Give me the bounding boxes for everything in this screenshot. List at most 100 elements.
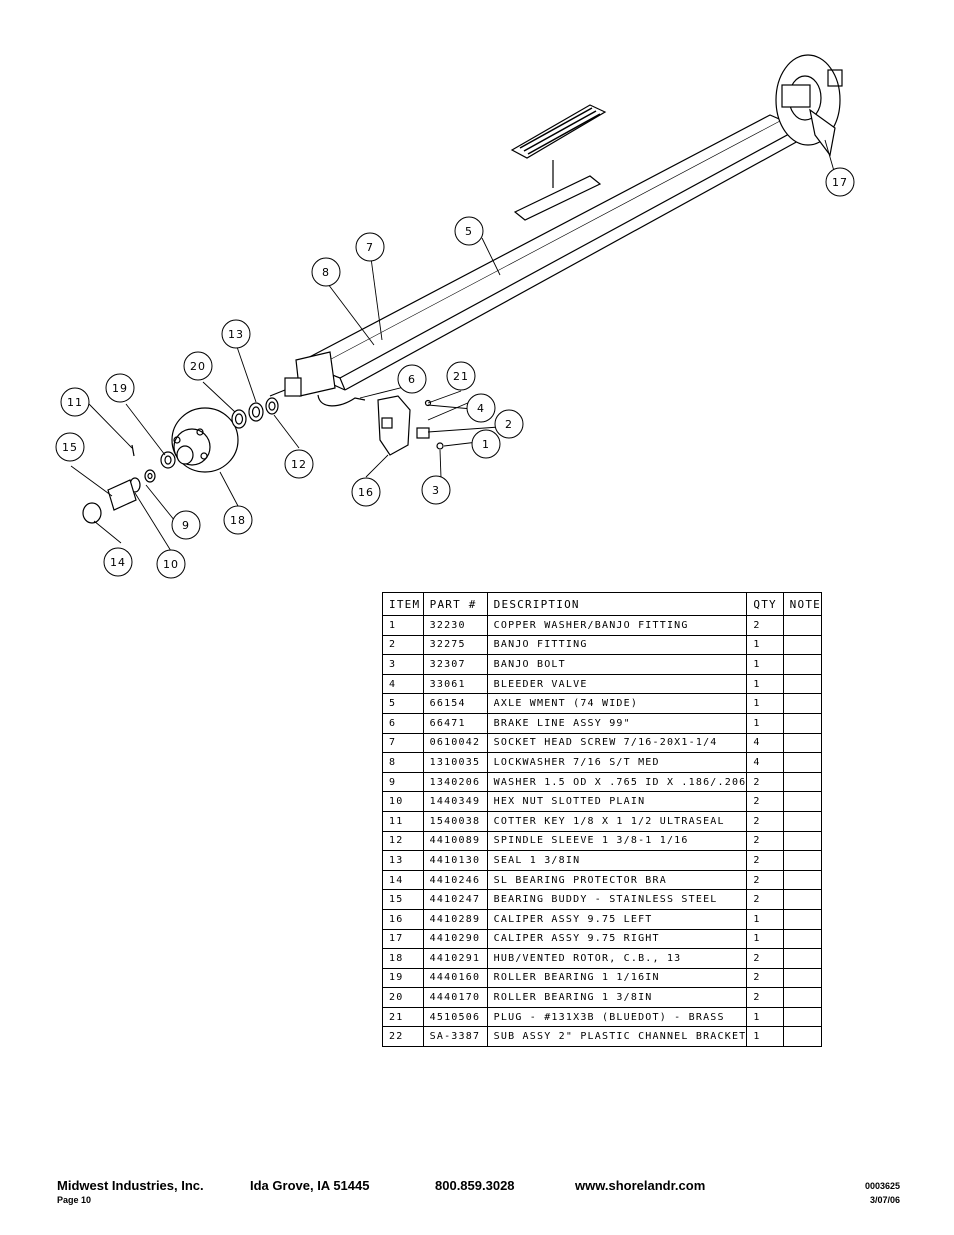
cell-description: ROLLER BEARING 1 1/16IN bbox=[486, 967, 748, 989]
cell-qty: 2 bbox=[746, 791, 784, 812]
cell-qty: 1 bbox=[746, 634, 784, 656]
cell-note bbox=[782, 908, 823, 930]
header-description: DESCRIPTION bbox=[486, 592, 748, 616]
cell-part-number: 4410089 bbox=[422, 830, 488, 852]
cell-note bbox=[782, 791, 823, 812]
cell-item-number: 5 bbox=[382, 693, 424, 714]
hub-rotor bbox=[171, 407, 239, 473]
cell-item-number: 9 bbox=[382, 771, 424, 793]
cell-part-number: 1540038 bbox=[422, 810, 488, 832]
svg-text:17: 17 bbox=[832, 176, 848, 189]
cell-note bbox=[782, 634, 823, 656]
cell-qty: 4 bbox=[746, 732, 784, 754]
cell-item-number: 4 bbox=[382, 673, 424, 695]
cell-note bbox=[782, 967, 823, 989]
footer-page-number: Page 10 bbox=[57, 1195, 92, 1205]
svg-text:16: 16 bbox=[358, 486, 374, 499]
cell-item-number: 1 bbox=[382, 615, 424, 636]
cell-item-number: 21 bbox=[382, 1006, 424, 1028]
cell-note bbox=[782, 948, 823, 969]
cell-item-number: 20 bbox=[382, 987, 424, 1008]
cell-part-number: 32230 bbox=[422, 615, 488, 636]
footer-location: Ida Grove, IA 51445 bbox=[250, 1178, 370, 1193]
cell-item-number: 12 bbox=[382, 830, 424, 852]
spindle-plate bbox=[269, 351, 336, 397]
svg-text:14: 14 bbox=[110, 556, 126, 569]
cell-item-number: 8 bbox=[382, 752, 424, 773]
svg-text:18: 18 bbox=[230, 514, 246, 527]
svg-text:20: 20 bbox=[190, 360, 206, 373]
svg-text:21: 21 bbox=[453, 370, 469, 383]
cell-item-number: 22 bbox=[382, 1026, 424, 1048]
cell-qty: 1 bbox=[746, 654, 784, 675]
cell-note bbox=[782, 1006, 823, 1028]
cell-qty: 2 bbox=[746, 889, 784, 910]
callout-19: 19 bbox=[105, 373, 135, 403]
svg-text:5: 5 bbox=[465, 225, 473, 238]
header-note: NOTE bbox=[782, 592, 823, 616]
cell-description: BLEEDER VALVE bbox=[486, 673, 748, 695]
footer-date: 3/07/06 bbox=[869, 1195, 900, 1205]
callout-9: 9 bbox=[171, 510, 201, 540]
callout-1: 1 bbox=[471, 429, 501, 459]
callout-12: 12 bbox=[284, 449, 314, 479]
cell-part-number: 66471 bbox=[422, 712, 488, 734]
cell-item-number: 3 bbox=[382, 654, 424, 675]
cell-description: PLUG - #131X3B (BLUEDOT) - BRASS bbox=[486, 1006, 748, 1028]
svg-text:4: 4 bbox=[477, 402, 485, 415]
footer-company: Midwest Industries, Inc. bbox=[57, 1178, 204, 1193]
svg-text:1: 1 bbox=[482, 438, 490, 451]
cell-note bbox=[782, 654, 823, 675]
cell-part-number: 4410290 bbox=[422, 928, 488, 950]
cell-note bbox=[782, 673, 823, 695]
cell-part-number: 32307 bbox=[422, 654, 488, 675]
footer-phone: 800.859.3028 bbox=[435, 1178, 515, 1193]
header-qty: QTY bbox=[746, 592, 784, 616]
cell-note bbox=[782, 810, 823, 832]
callout-16: 16 bbox=[351, 477, 381, 507]
footer-doc-number: 0003625 bbox=[864, 1181, 900, 1191]
caliper-left bbox=[377, 395, 444, 456]
right-hub-assembly bbox=[775, 54, 843, 157]
cell-note bbox=[782, 889, 823, 910]
cell-description: HUB/VENTED ROTOR, C.B., 13 bbox=[486, 948, 748, 969]
cell-qty: 1 bbox=[746, 673, 784, 695]
svg-text:19: 19 bbox=[112, 382, 128, 395]
callout-8: 8 bbox=[311, 257, 341, 287]
callout-21: 21 bbox=[446, 361, 476, 391]
cell-part-number: SA-3387 bbox=[422, 1026, 488, 1048]
callout-3: 3 bbox=[421, 475, 451, 505]
cell-description: AXLE WMENT (74 WIDE) bbox=[486, 693, 748, 714]
callout-18: 18 bbox=[223, 505, 253, 535]
cell-item-number: 2 bbox=[382, 634, 424, 656]
channel-bracket bbox=[510, 104, 607, 221]
header-item: ITEM bbox=[382, 592, 424, 616]
cell-part-number: 4510506 bbox=[422, 1006, 488, 1028]
cell-part-number: 4440170 bbox=[422, 987, 488, 1008]
cell-description: BANJO BOLT bbox=[486, 654, 748, 675]
cell-description: SPINDLE SLEEVE 1 3/8-1 1/16 bbox=[486, 830, 748, 852]
cell-part-number: 1340206 bbox=[422, 771, 488, 793]
cell-item-number: 11 bbox=[382, 810, 424, 832]
cell-note bbox=[782, 1026, 823, 1048]
svg-text:8: 8 bbox=[322, 266, 330, 279]
cell-description: HEX NUT SLOTTED PLAIN bbox=[486, 791, 748, 812]
cell-part-number: 4410130 bbox=[422, 850, 488, 871]
cell-item-number: 10 bbox=[382, 791, 424, 812]
cell-description: COTTER KEY 1/8 X 1 1/2 ULTRASEAL bbox=[486, 810, 748, 832]
cell-qty: 4 bbox=[746, 752, 784, 773]
cell-part-number: 4440160 bbox=[422, 967, 488, 989]
callout-15: 15 bbox=[55, 432, 85, 462]
cell-qty: 2 bbox=[746, 810, 784, 832]
cell-qty: 2 bbox=[746, 830, 784, 852]
